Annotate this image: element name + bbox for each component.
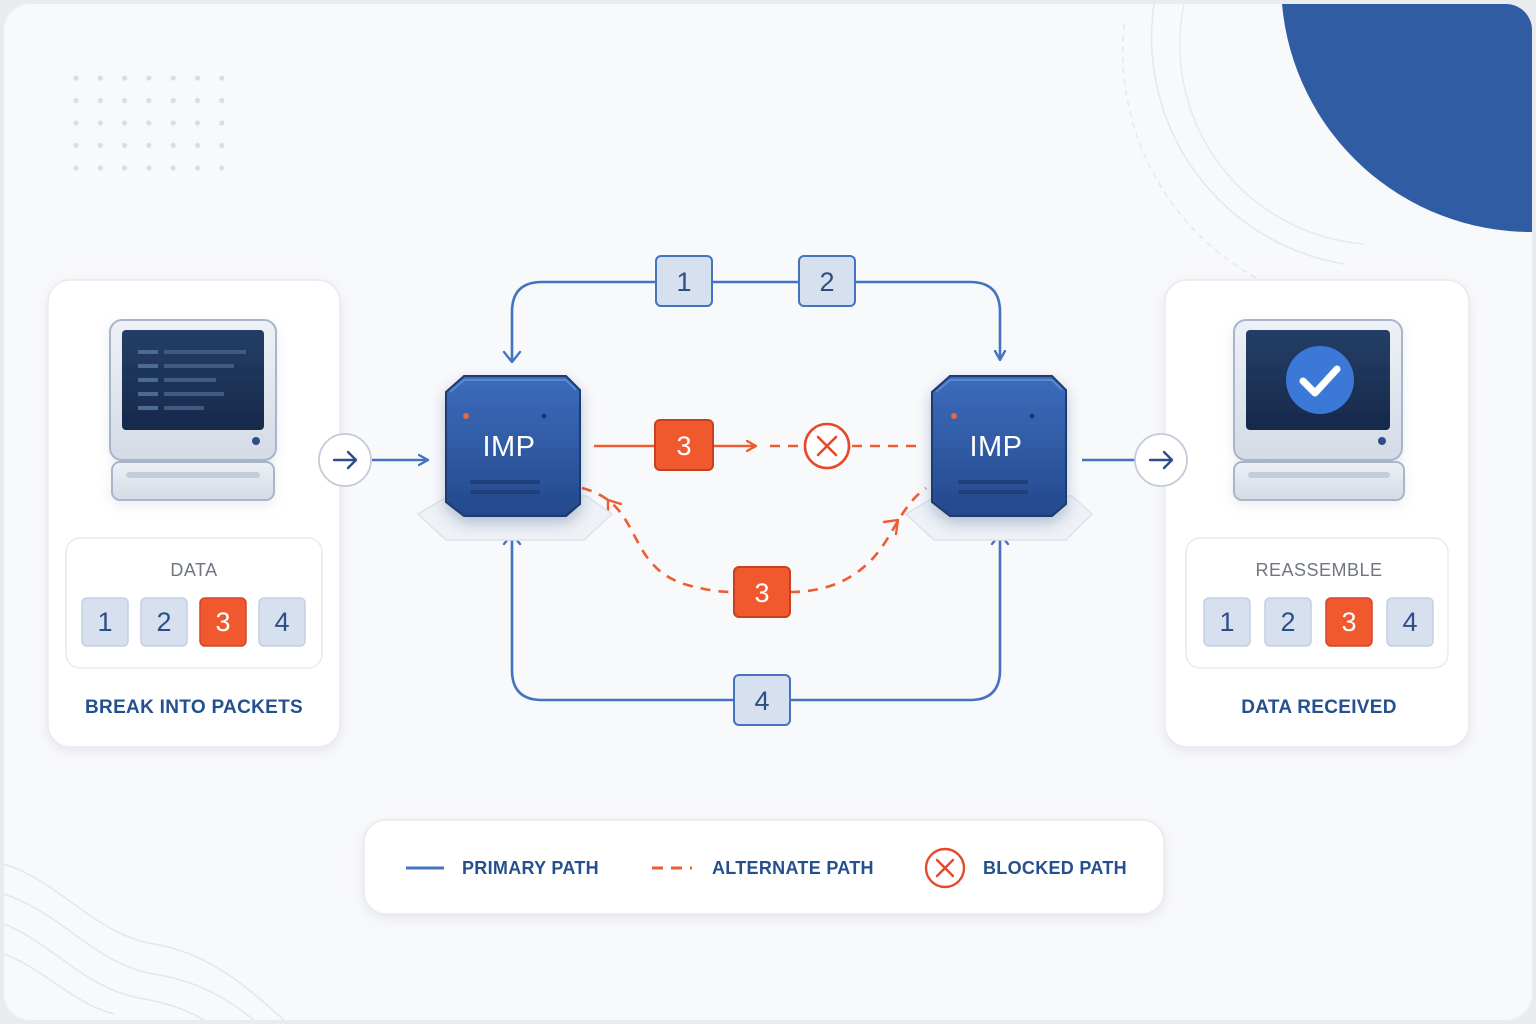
sender-packet-label: 1 <box>97 607 112 637</box>
arrow-right-icon <box>1148 450 1174 470</box>
legend-blocked-path: BLOCKED PATH <box>924 847 1127 889</box>
sender-packet-1: 1 <box>81 597 129 647</box>
imp-node-left: IMP <box>416 375 614 541</box>
sender-packet-row: 1 2 3 4 <box>81 597 306 647</box>
sender-caption: BREAK INTO PACKETS <box>85 697 303 718</box>
route-packet-top-2-label: 2 <box>819 267 834 297</box>
decor-corner-circle <box>1121 4 1532 305</box>
route-packet-alternate-3: 3 <box>733 566 791 618</box>
blocked-x-icon <box>803 422 851 470</box>
route-packet-middle-3: 3 <box>654 419 714 471</box>
receiver-packet-label: 3 <box>1341 607 1356 637</box>
sender-packet-label: 3 <box>215 607 230 637</box>
route-packet-bottom-label: 4 <box>754 686 769 716</box>
legend-primary-label: PRIMARY PATH <box>462 858 599 878</box>
receiver-packet-row: 1 2 3 4 <box>1203 597 1434 647</box>
decor-waves <box>4 863 285 1020</box>
sender-packet-label: 4 <box>274 607 289 637</box>
route-packet-middle-label: 3 <box>676 431 691 461</box>
primary-path-top <box>510 280 1000 364</box>
receiver-caption: DATA RECEIVED <box>1241 697 1397 718</box>
blocked-x-icon <box>924 847 966 889</box>
decor-dot-grid <box>73 75 225 171</box>
legend-blocked-label: BLOCKED PATH <box>983 858 1127 878</box>
sender-packet-2: 2 <box>140 597 188 647</box>
route-packet-top-1-label: 1 <box>676 267 691 297</box>
diagram-canvas: DATA 1 2 3 4 BREAK INTO PACKETS REASSEMBLE … <box>4 4 1532 1020</box>
sender-to-imp-link <box>318 433 428 487</box>
primary-path-top-left-arrow <box>502 350 522 364</box>
legend-primary-path: PRIMARY PATH <box>406 858 599 878</box>
receiver-packet-label: 2 <box>1280 607 1295 637</box>
arrow-right-icon <box>332 450 358 470</box>
sender-packet-3: 3 <box>199 597 247 647</box>
receiver-panel: REASSEMBLE 1 2 3 4 DATA RECEIVED <box>1164 279 1470 748</box>
computer-terminal-icon <box>109 319 277 501</box>
receiver-packet-2: 2 <box>1264 597 1312 647</box>
route-packet-alternate-label: 3 <box>754 578 769 608</box>
sender-packet-4: 4 <box>258 597 306 647</box>
legend-alternate-label: ALTERNATE PATH <box>712 858 874 878</box>
imp-left-label: IMP <box>482 431 535 463</box>
receiver-packet-label: 4 <box>1402 607 1417 637</box>
route-packet-top-2: 2 <box>798 255 856 307</box>
receiver-packet-3: 3 <box>1325 597 1373 647</box>
alternate-path <box>581 486 927 594</box>
sender-box-title: DATA <box>170 560 217 580</box>
receiver-packet-4: 4 <box>1386 597 1434 647</box>
legend-alternate-path: ALTERNATE PATH <box>652 858 874 878</box>
receiver-packet-1: 1 <box>1203 597 1251 647</box>
sender-packet-label: 2 <box>156 607 171 637</box>
computer-checkmark-icon <box>1233 319 1405 501</box>
receiver-box-title: REASSEMBLE <box>1255 560 1382 580</box>
imp-node-right: IMP <box>904 375 1094 541</box>
sender-panel: DATA 1 2 3 4 BREAK INTO PACKETS <box>47 279 341 748</box>
legend: PRIMARY PATH ALTERNATE PATH BLOCKED PATH <box>363 819 1165 915</box>
route-packet-bottom-4: 4 <box>733 674 791 726</box>
imp-right-label: IMP <box>969 431 1022 463</box>
route-packet-top-1: 1 <box>655 255 713 307</box>
imp-to-receiver-link <box>1082 433 1188 487</box>
receiver-packet-label: 1 <box>1219 607 1234 637</box>
